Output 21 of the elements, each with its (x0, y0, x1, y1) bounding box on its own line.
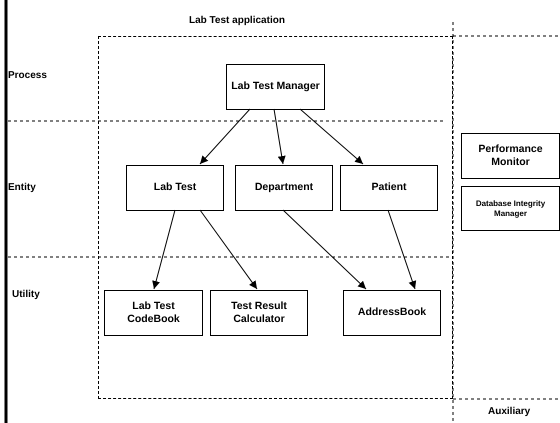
component-box: Lab Test CodeBook (104, 290, 203, 336)
arrow (200, 108, 250, 164)
component-box: Database Integrity Manager (461, 186, 560, 231)
arrow (274, 108, 286, 164)
component-box: Lab Test Manager (226, 64, 325, 110)
component-box: Test Result Calculator (210, 290, 308, 336)
arrow (282, 210, 366, 290)
layer-label: Utility (12, 288, 40, 302)
component-box: Patient (340, 165, 438, 211)
component-box: Lab Test (126, 165, 224, 211)
arrow (300, 108, 364, 164)
arrow (200, 210, 258, 290)
region-heading: Lab Test application (189, 14, 285, 28)
layer-label: Auxiliary (488, 405, 530, 419)
component-box: Department (235, 165, 333, 211)
arrow (388, 210, 416, 290)
component-box: Performance Monitor (461, 133, 560, 179)
layer-label: Entity (8, 181, 36, 195)
arrow (152, 210, 176, 290)
component-box: AddressBook (343, 290, 441, 336)
layer-label: Process (8, 69, 47, 83)
